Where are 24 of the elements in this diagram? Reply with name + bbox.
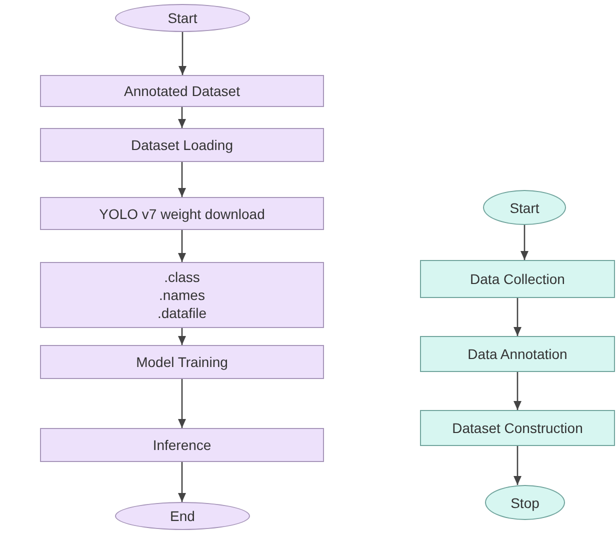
arrow (178, 32, 186, 75)
process-box: YOLO v7 weight download (40, 197, 324, 230)
arrow (514, 372, 522, 410)
arrow (178, 462, 186, 502)
process-box: Inference (40, 428, 324, 462)
arrow (514, 298, 522, 336)
arrow (178, 162, 186, 197)
arrow (520, 225, 528, 260)
process-box: Data Annotation (420, 336, 615, 372)
terminal-oval: Stop (485, 485, 565, 520)
arrow (178, 230, 186, 262)
process-box: Dataset Construction (420, 410, 615, 446)
arrow (178, 107, 186, 128)
arrow (178, 328, 186, 345)
process-box: Data Collection (420, 260, 615, 298)
terminal-oval: End (115, 502, 250, 530)
arrow (178, 379, 186, 428)
process-box: .class .names .datafile (40, 262, 324, 328)
terminal-oval: Start (115, 4, 250, 32)
arrow (514, 446, 522, 485)
process-box: Dataset Loading (40, 128, 324, 162)
terminal-oval: Start (483, 190, 566, 225)
process-box: Model Training (40, 345, 324, 379)
process-box: Annotated Dataset (40, 75, 324, 107)
